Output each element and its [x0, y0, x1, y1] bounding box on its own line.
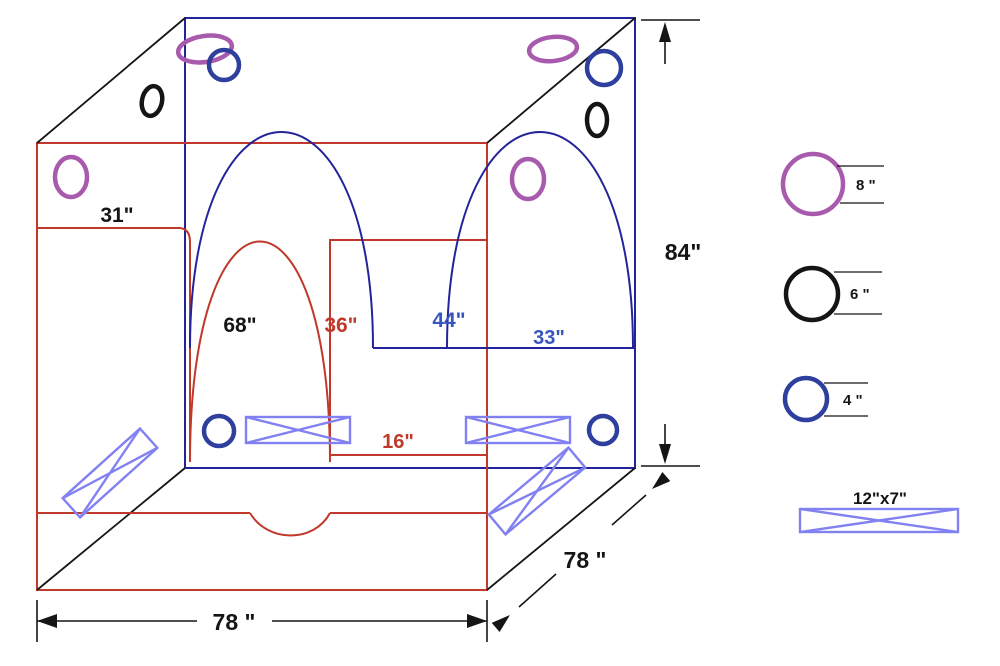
- back-arch-right: [446, 131, 634, 349]
- left-door-outline: [37, 227, 191, 462]
- vent-12x7-bottom-right-inner-icon: [464, 415, 572, 445]
- dim-78-depth-label: 78 ": [564, 547, 607, 573]
- dim-16-label: 16": [382, 431, 414, 453]
- port-6in-left-icon: [139, 83, 165, 119]
- legend-4in-label: 4 ": [843, 392, 863, 409]
- back-arch-left: [189, 131, 374, 349]
- center-door-arch: [189, 240, 331, 463]
- legend-12x7-vent-icon: [798, 507, 960, 534]
- back-face-outline: [184, 17, 636, 469]
- dim-31-label: 31": [100, 204, 133, 227]
- legend-port-8in: 8 ": [780, 151, 884, 217]
- dim-44-label: 44": [432, 309, 465, 332]
- dimensions: 31" 68" 36" 44" 33" 16" 84" 78 ": [36, 19, 702, 642]
- arrow-right-icon: [467, 614, 487, 628]
- port-4in-bottom-left-icon: [201, 413, 237, 449]
- legend-4in-ring-icon: [782, 375, 830, 423]
- dim-78-width-label: 78 ": [213, 609, 256, 635]
- port-6in-right-icon: [584, 101, 610, 139]
- arrow-up-icon: [659, 22, 671, 42]
- port-8in-top-right-icon: [526, 34, 580, 64]
- dim-33-label: 33": [533, 327, 565, 349]
- legend-8in-ring-icon: [780, 151, 846, 217]
- port-8in-top-left-icon: [175, 33, 235, 65]
- dim-84-label: 84": [665, 239, 702, 265]
- ports: [52, 33, 624, 449]
- dim-68-label: 68": [223, 314, 256, 337]
- vent-12x7-bottom-center-icon: [244, 415, 352, 445]
- legend-6in-label: 6 ": [850, 286, 870, 303]
- port-4in-bottom-right-icon: [586, 413, 620, 447]
- port-8in-mid-right-icon: [509, 156, 547, 202]
- legend-12x7-label: 12"x7": [853, 489, 907, 508]
- legend-6in-ring-icon: [783, 265, 841, 323]
- back-door-lines: [189, 131, 635, 349]
- edge-bottom-left: [36, 467, 186, 591]
- dim-78-depth: 78 ": [491, 472, 671, 632]
- dim-84-height: 84": [641, 19, 702, 467]
- port-4in-top-left-icon: [206, 47, 242, 83]
- arrow-down-left-icon: [491, 615, 510, 632]
- legend-port-6in: 6 ": [783, 265, 882, 323]
- legend-8in-label: 8 ": [856, 177, 876, 194]
- dim-78-width: 78 ": [36, 600, 488, 642]
- vent-12x7-lower-left-icon: [60, 426, 160, 520]
- port-8in-front-left-icon: [52, 154, 90, 200]
- edge-bottom-right: [486, 467, 636, 591]
- dim-36-label: 36": [324, 314, 357, 337]
- front-door-lines: [37, 227, 488, 537]
- vent-12x7-lower-right-icon: [487, 445, 587, 537]
- edge-top-left: [36, 17, 186, 144]
- legend-vent-12x7: 12"x7": [798, 489, 960, 534]
- arrow-left-icon: [37, 614, 57, 628]
- lower-panel-curve: [249, 512, 331, 537]
- port-4in-top-right-icon: [584, 48, 624, 88]
- arrow-down-icon: [659, 444, 671, 464]
- legend: 8 " 6 " 4 " 12"x7": [780, 151, 960, 534]
- legend-port-4in: 4 ": [782, 375, 868, 423]
- arrow-up-right-icon: [652, 472, 671, 489]
- tent-box: [36, 17, 636, 591]
- vents: [60, 415, 587, 537]
- edge-top-right: [486, 17, 636, 144]
